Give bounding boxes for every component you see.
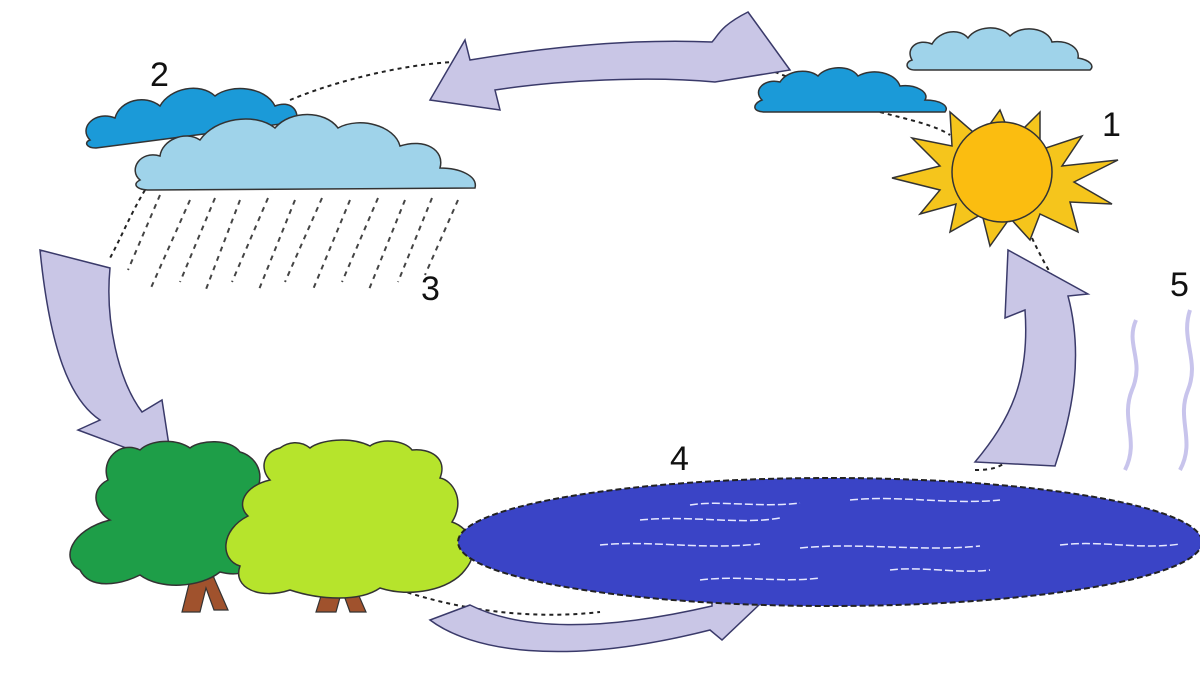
arrow-precipitation: [39, 249, 173, 467]
arrow-evaporation: [973, 248, 1091, 467]
label-vapor: 5: [1170, 266, 1189, 304]
cloud-icon: [906, 27, 1093, 71]
label-sun: 1: [1102, 106, 1121, 144]
label-clouds: 2: [150, 56, 169, 94]
label-lake: 4: [670, 440, 689, 478]
vapor-icon: [1123, 309, 1194, 471]
tree-icon: [69, 440, 273, 613]
cloud-icon: [754, 67, 947, 113]
lake-icon: [457, 477, 1200, 607]
rain-icon: [127, 194, 459, 293]
arrow-runoff: [428, 584, 783, 653]
tree-icon: [225, 439, 474, 613]
cloud-icon: [85, 87, 476, 191]
label-rain: 3: [421, 270, 440, 308]
arrow-condensation: [428, 11, 792, 111]
sun-icon: [891, 108, 1119, 248]
